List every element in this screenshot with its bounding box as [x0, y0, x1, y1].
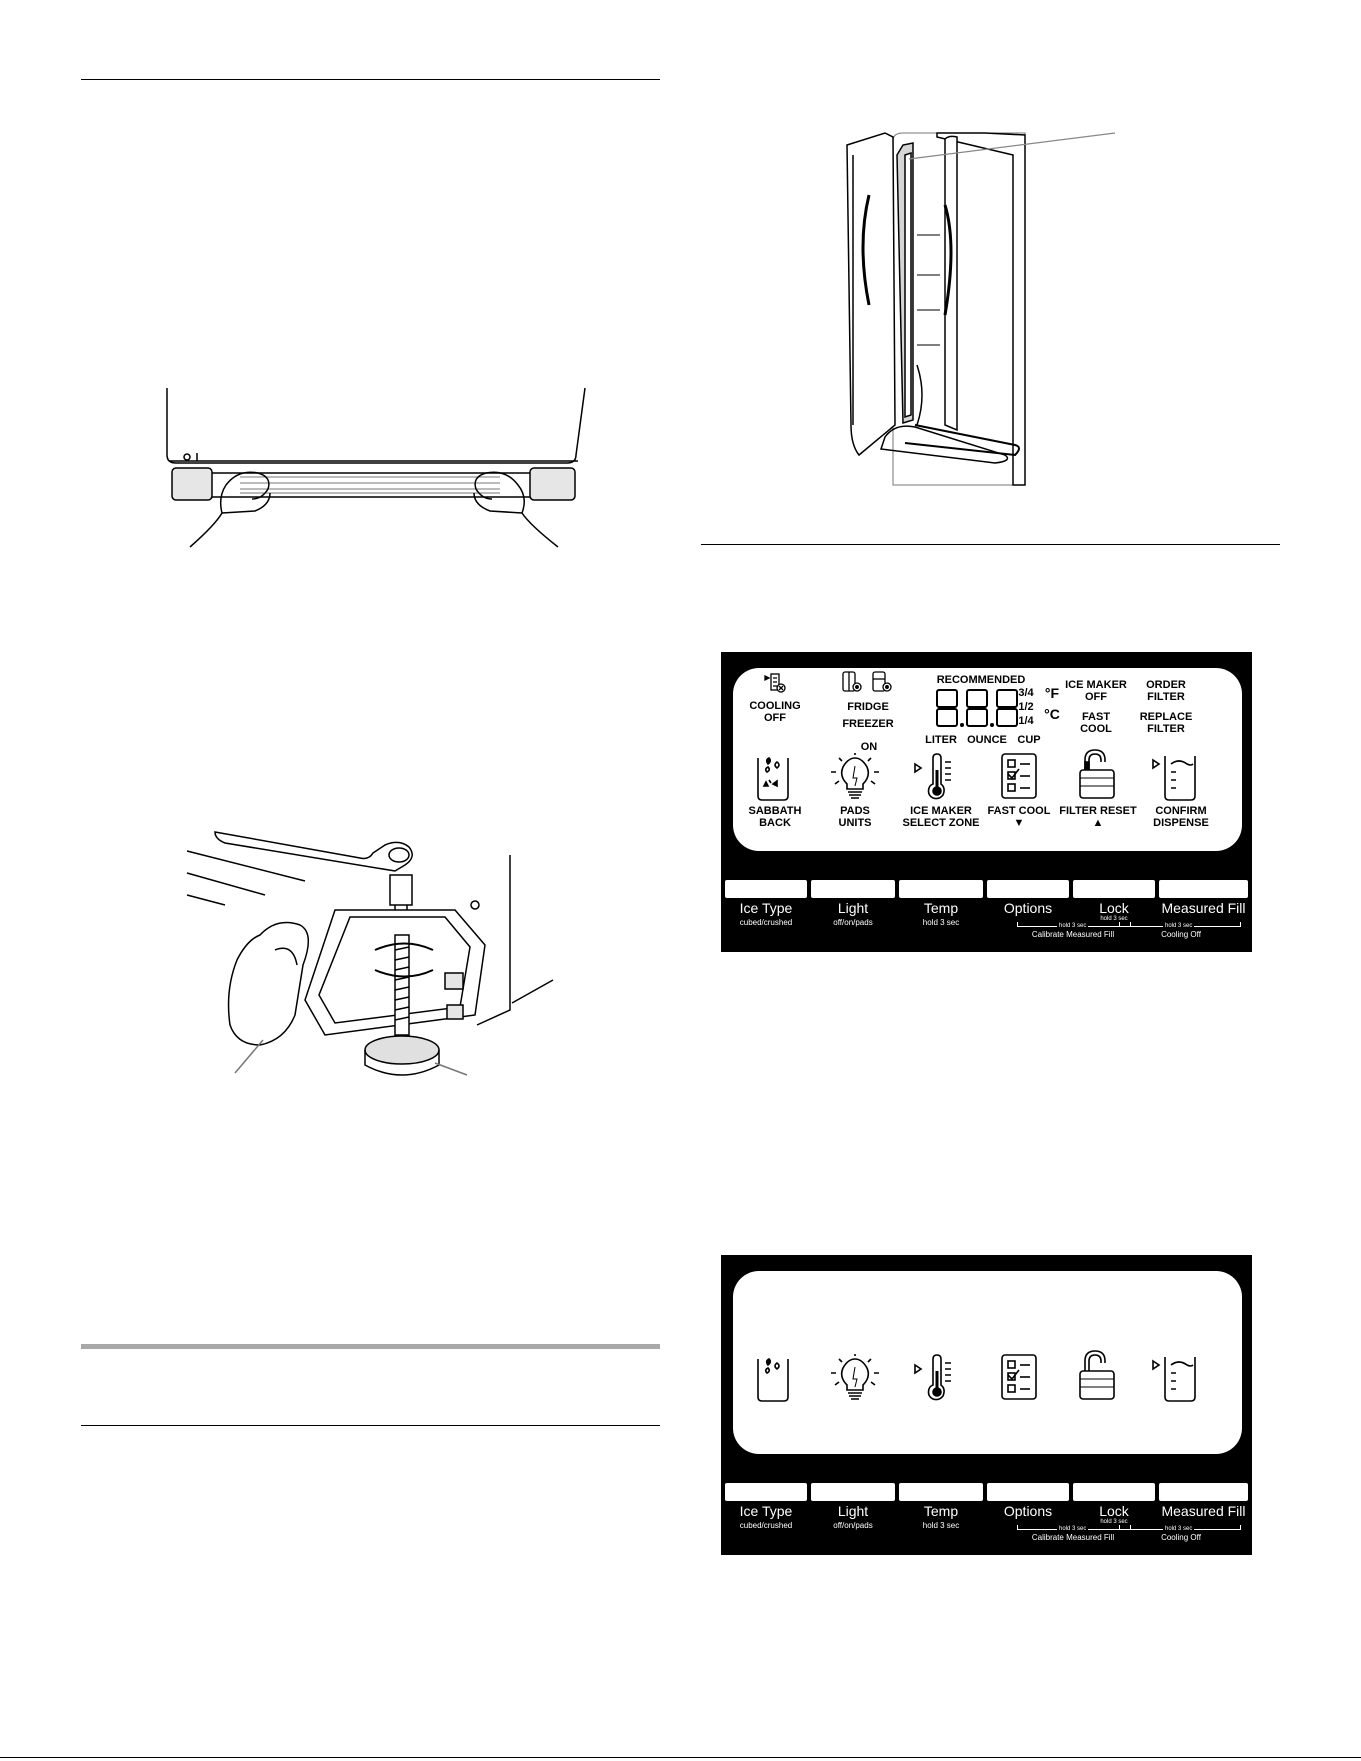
ice-cup-icon	[757, 1358, 789, 1402]
measured-fill-icon	[1152, 1357, 1196, 1402]
measured-fill-button[interactable]	[1159, 1483, 1248, 1501]
thermometer-icon	[914, 1354, 951, 1401]
ice-type-label: Ice Type	[739, 900, 793, 916]
light-label: Light	[837, 1503, 869, 1519]
thermometer-icon	[914, 753, 951, 800]
measured-fill-label: Measured Fill	[1161, 900, 1246, 916]
section-rule-gray	[81, 1344, 660, 1349]
lock-button[interactable]	[1073, 880, 1155, 898]
panel-display-area-2	[733, 1271, 1242, 1454]
cooling-off-combo-label: Cooling Off	[1161, 1533, 1201, 1542]
section-rule-top-left	[81, 79, 660, 80]
unit-ounce: OUNCE	[967, 734, 1007, 746]
unlock-icon	[1079, 749, 1115, 799]
fast-cool-down-label: FAST COOL▼	[987, 805, 1051, 829]
button-bar	[721, 880, 1252, 898]
ice-type-sub: cubed/crushed	[739, 1521, 793, 1530]
ice-type-sub: cubed/crushed	[739, 918, 793, 927]
light-bulb-icon	[831, 753, 879, 799]
light-button[interactable]	[811, 880, 895, 898]
unit-fahrenheit: °F	[1044, 685, 1060, 701]
refrigerator-doors-illustration	[846, 132, 1116, 486]
recommended-label: RECOMMENDED	[936, 674, 1026, 686]
unit-liter: LITER	[925, 734, 957, 746]
temp-label: Temp	[923, 900, 959, 916]
lock-button[interactable]	[1073, 1483, 1155, 1501]
light-button[interactable]	[811, 1483, 895, 1501]
options-checklist-icon	[1001, 753, 1037, 799]
section-rule-right	[701, 544, 1280, 545]
options-label: Options	[1003, 1503, 1053, 1519]
ice-cup-icon	[757, 757, 789, 801]
dispenser-panel-icons: Ice Type cubed/crushed Light off/on/pads…	[721, 1255, 1252, 1555]
unit-cup: CUP	[1017, 734, 1041, 746]
fraction-1-2: 1/2	[1018, 701, 1034, 713]
fraction-1-4: 1/4	[1018, 715, 1034, 727]
freezer-label: FREEZER	[842, 718, 894, 730]
hold-left-label: hold 3 sec	[1057, 1526, 1089, 1533]
fridge-label: FRIDGE	[847, 701, 889, 713]
calibrate-label: Calibrate Measured Fill	[1031, 930, 1115, 939]
calibrate-label: Calibrate Measured Fill	[1031, 1533, 1115, 1542]
lock-sub: hold 3 sec	[1100, 1519, 1128, 1525]
measured-fill-label: Measured Fill	[1161, 1503, 1246, 1519]
options-checklist-icon	[1001, 1354, 1037, 1400]
light-label: Light	[837, 900, 869, 916]
button-bar-2	[721, 1483, 1252, 1501]
base-grille-illustration	[166, 387, 586, 548]
hold-right-label: hold 3 sec	[1163, 1526, 1195, 1533]
lock-sub: hold 3 sec	[1100, 916, 1128, 922]
options-button[interactable]	[987, 880, 1069, 898]
temp-label: Temp	[923, 1503, 959, 1519]
ice-type-button[interactable]	[725, 1483, 807, 1501]
cooling-off-icon	[764, 673, 786, 693]
hold-left-label: hold 3 sec	[1057, 923, 1089, 930]
fraction-3-4: 3/4	[1018, 687, 1034, 699]
options-button[interactable]	[987, 1483, 1069, 1501]
light-bulb-icon	[831, 1354, 879, 1400]
unit-celsius: °C	[1044, 706, 1060, 722]
lock-label: Lock	[1099, 1503, 1129, 1519]
fridge-icon	[842, 671, 862, 692]
freezer-icon	[872, 671, 892, 692]
segment-display	[936, 689, 1018, 727]
temp-button[interactable]	[899, 880, 983, 898]
ice-type-button[interactable]	[725, 880, 807, 898]
light-on-label: ON	[860, 741, 878, 753]
filter-reset-up-label: FILTER RESET▲	[1059, 805, 1137, 829]
cooling-off-combo-label: Cooling Off	[1161, 930, 1201, 939]
light-sub: off/on/pads	[833, 918, 873, 927]
lock-label: Lock	[1099, 900, 1129, 916]
measured-fill-icon	[1152, 756, 1196, 801]
light-sub: off/on/pads	[833, 1521, 873, 1530]
leveling-foot-illustration	[186, 831, 554, 1076]
measured-fill-button[interactable]	[1159, 880, 1248, 898]
hold-right-label: hold 3 sec	[1163, 923, 1195, 930]
section-rule-bottom-left	[81, 1425, 660, 1426]
unlock-icon	[1079, 1350, 1115, 1400]
options-label: Options	[1003, 900, 1053, 916]
temp-sub: hold 3 sec	[922, 1521, 960, 1530]
temp-sub: hold 3 sec	[922, 918, 960, 927]
page-bottom-rule	[0, 1757, 1361, 1758]
ice-type-label: Ice Type	[739, 1503, 793, 1519]
temp-button[interactable]	[899, 1483, 983, 1501]
